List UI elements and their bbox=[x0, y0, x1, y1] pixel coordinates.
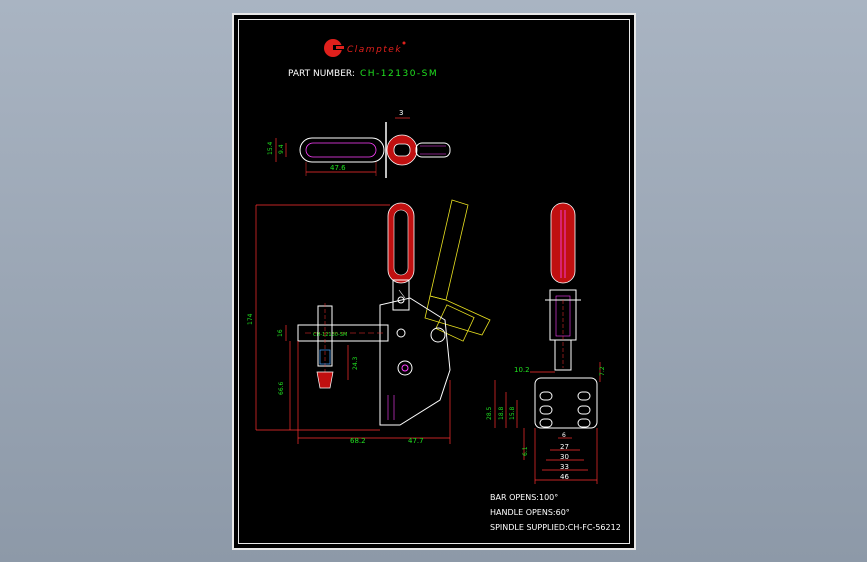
dim-side-47: 47.7 bbox=[408, 437, 424, 445]
part-number-value: CH-12130-SM bbox=[360, 69, 438, 79]
dim-front-33: 33 bbox=[560, 463, 569, 471]
top-view: 3 15.4 9.4 47.6 bbox=[267, 109, 451, 178]
bar-part-number: CH-12130-SM bbox=[313, 332, 347, 338]
clamptek-logo: Clamptek bbox=[324, 39, 406, 57]
dim-front-15: 15.8 bbox=[509, 406, 516, 420]
sheet-border bbox=[238, 19, 630, 544]
dim-side-24: 24.3 bbox=[352, 356, 359, 370]
dim-front-6: 6 bbox=[562, 432, 566, 439]
dim-top-width: 3 bbox=[399, 109, 403, 117]
dim-front-28: 28.5 bbox=[486, 406, 493, 420]
dim-side-height: 174 bbox=[247, 313, 254, 325]
dim-front-27: 27 bbox=[560, 443, 569, 451]
logo-brand-text: Clamptek bbox=[347, 45, 402, 55]
dim-front-46: 46 bbox=[560, 473, 569, 481]
dim-front-30: 30 bbox=[560, 453, 569, 461]
dim-top-h1: 15.4 bbox=[267, 141, 274, 155]
dim-front-10: 10.2 bbox=[514, 366, 530, 374]
dim-front-18: 18.8 bbox=[498, 406, 505, 420]
dim-front-7: 7.2 bbox=[599, 366, 606, 376]
spec-handle-opens: HANDLE OPENS:60° bbox=[490, 508, 570, 517]
dim-side-16: 16 bbox=[277, 329, 284, 337]
front-view: 10.2 7.2 28.5 18.8 15.8 6.1 6 27 30 33 4… bbox=[486, 202, 606, 484]
spec-spindle: SPINDLE SUPPLIED:CH-FC-56212 bbox=[490, 523, 621, 532]
dim-side-68: 68.2 bbox=[350, 437, 366, 445]
dim-top-h2: 9.4 bbox=[278, 144, 285, 154]
side-view: CH-12130-SM 174 16 66.6 24.3 68.2 47.7 bbox=[247, 199, 491, 445]
dim-front-61: 6.1 bbox=[522, 446, 529, 456]
part-number-label: PART NUMBER: bbox=[288, 69, 355, 79]
dim-side-66: 66.6 bbox=[278, 381, 285, 395]
dim-top-length: 47.6 bbox=[330, 164, 346, 172]
spec-bar-opens: BAR OPENS:100° bbox=[490, 493, 558, 502]
